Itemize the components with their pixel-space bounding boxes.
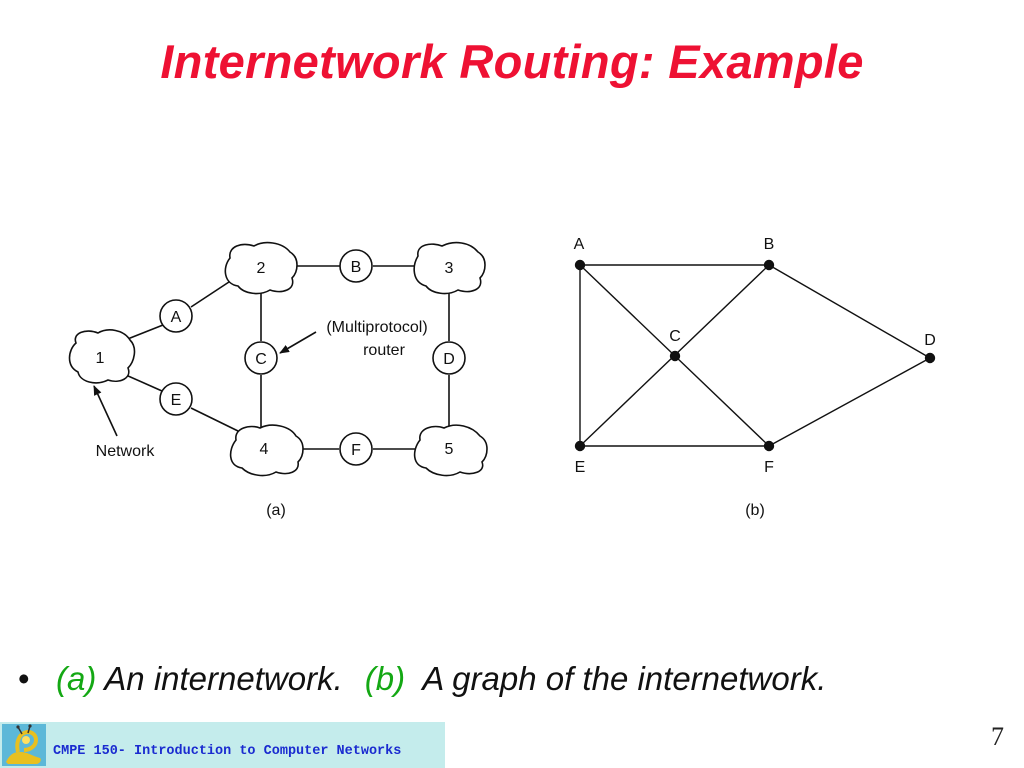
network-label-1: 1 [96,350,105,367]
network-label-5: 5 [445,441,454,458]
edge-B-D [768,264,931,359]
node-B [763,259,775,271]
router-label-B: B [351,259,362,276]
router-annotation-line1: (Multiprotocol) [326,319,427,336]
network-cloud-1 [68,329,136,384]
slide-title: Internetwork Routing: Example [160,35,864,88]
diagram-b [574,259,936,452]
link-1-A [124,324,164,341]
network-label-2: 2 [257,260,266,277]
router-annotation-arrow [279,331,317,354]
router-D [432,341,466,375]
node-label-C: C [669,328,681,345]
bullet-label-b: (b) [364,660,406,697]
network-cloud-2 [224,241,298,295]
caption-a: (a) [266,502,286,519]
router-label-A: A [171,309,182,326]
node-label-D: D [924,332,936,349]
node-label-F: F [764,459,774,476]
node-label-A: A [574,236,585,253]
router-label-C: C [255,351,267,368]
diagram-a-labels: 1 2 3 4 5 A B C D E F (Multiprotocol) ro… [96,259,455,519]
node-label-E: E [575,459,586,476]
diagram-a [68,241,488,477]
node-label-B: B [764,236,775,253]
bullet-dot: • [18,660,30,697]
footer-bar [0,722,445,768]
diagram-b-labels: A B C D E F (b) [574,236,936,519]
network-cloud-3 [413,241,486,295]
link-A-2 [190,279,233,308]
network-label-3: 3 [445,260,454,277]
router-annotation-line2: router [363,342,405,359]
router-label-F: F [351,442,361,459]
slug-logo-icon [2,724,46,766]
router-E [159,382,193,416]
router-A [159,299,193,333]
router-label-D: D [443,351,455,368]
node-D [924,352,936,364]
bullet-text-b: A graph of the internetwork. [422,660,827,697]
bullet-point: • (a) An internetwork. (b) A graph of the … [18,660,1018,698]
bullet-label-a: (a) [56,660,97,697]
node-F [763,440,775,452]
router-B [339,249,373,283]
network-cloud-5 [413,424,488,477]
network-annotation: Network [96,443,156,460]
edge-F-D [768,357,931,447]
network-cloud-4 [229,424,304,477]
page-number: 7 [991,722,1004,751]
node-A [574,259,586,271]
caption-b: (b) [745,502,765,519]
node-E [574,440,586,452]
link-1-E [125,374,163,392]
router-label-E: E [171,392,182,409]
network-annotation-arrow [93,385,118,437]
router-F [339,432,373,466]
network-label-4: 4 [260,441,269,458]
link-E-4 [190,407,239,432]
router-C [244,341,278,375]
node-C [669,350,681,362]
footer-course-title: CMPE 150- Introduction to Computer Netwo… [53,744,402,759]
bullet-text-a: An internetwork. [104,660,343,697]
